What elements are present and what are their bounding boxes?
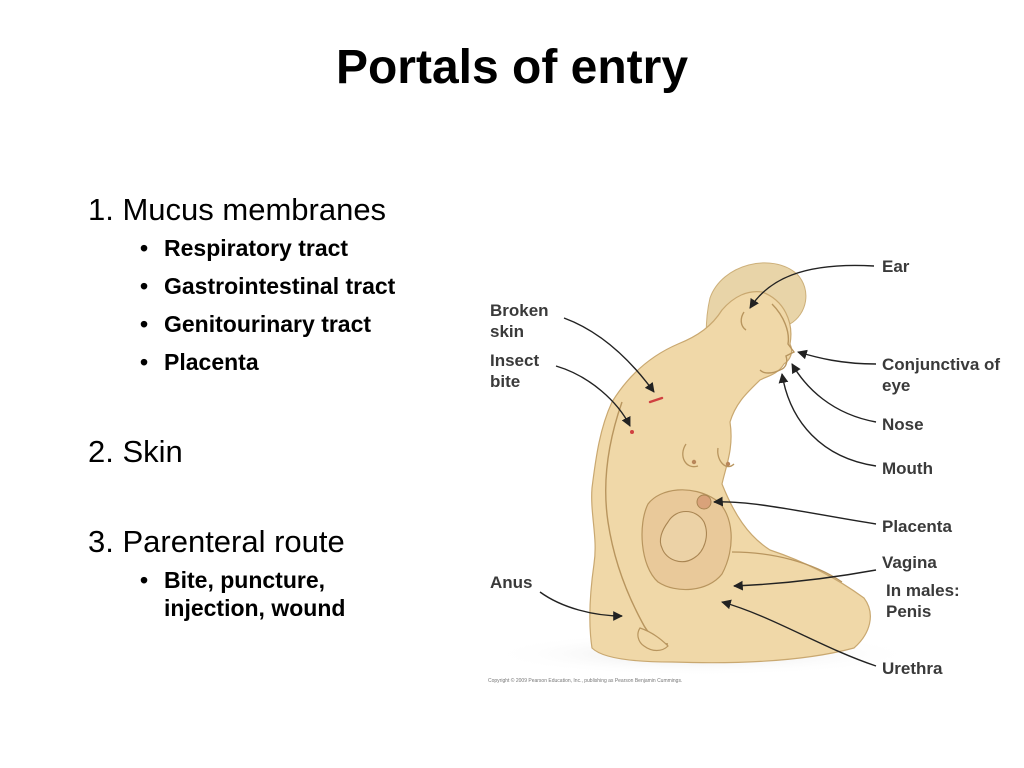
label-nose: Nose [882, 415, 924, 434]
label-mouth: Mouth [882, 459, 933, 478]
arrow-vagina [733, 569, 877, 591]
nipple [725, 461, 731, 467]
breast [717, 447, 735, 468]
arrow-conjunctiva [797, 349, 877, 365]
bullet-text: Genitourinary tract [164, 311, 372, 337]
breast [682, 443, 699, 468]
ear-shape [740, 311, 747, 331]
arrow-anus [539, 591, 623, 621]
body [589, 291, 871, 664]
arrow-urethra [721, 599, 877, 667]
hand [637, 627, 669, 652]
placenta-disc [696, 494, 712, 510]
bullet-item: • Genitourinary tract [140, 310, 395, 338]
label-vagina: Vagina [882, 553, 937, 572]
bullet-text: Respiratory tract [164, 235, 349, 261]
bullet-item: • Bite, puncture, injection, wound [140, 566, 404, 622]
arrow-placenta [713, 496, 877, 525]
label-placenta: Placenta [882, 517, 952, 536]
insect-bite-mark [630, 430, 634, 434]
bullet-icon: • [140, 273, 149, 299]
section-skin: 2. Skin [88, 432, 183, 472]
bullet-icon: • [140, 235, 149, 261]
section-parenteral-route: 3. Parenteral route • Bite, puncture, inj… [88, 522, 468, 632]
bullet-list: • Bite, puncture, injection, wound [88, 566, 468, 622]
label-ear: Ear [882, 257, 910, 276]
arrow-ear [749, 264, 875, 309]
bullet-text: Placenta [164, 349, 259, 375]
portals-of-entry-illustration: Ear Broken skin Insect bite Conjunctiva … [472, 252, 1012, 692]
section-heading: 1. Mucus membranes [88, 192, 387, 227]
broken-skin-mark [648, 396, 664, 404]
face [759, 303, 796, 374]
slide-title: Portals of entry [335, 41, 689, 94]
arrow-broken-skin [563, 317, 655, 393]
section-mucus-membranes: 1. Mucus membranes • Respiratory tract • G… [88, 190, 395, 386]
arrow-mouth [778, 373, 877, 467]
bullet-icon: • [140, 349, 149, 375]
bullet-icon: • [140, 567, 149, 593]
section-heading: 2. Skin [88, 434, 183, 469]
leg [731, 551, 843, 583]
label-anus: Anus [490, 573, 533, 592]
label-urethra: Urethra [882, 659, 943, 678]
bullet-list: • Respiratory tract • Gastrointestinal tra… [88, 234, 395, 376]
bullet-text: Gastrointestinal tract [164, 273, 396, 299]
label-in-males-penis: In males: Penis [886, 581, 960, 621]
bullet-text: Bite, puncture, injection, wound [164, 567, 346, 621]
arrow-nose [791, 363, 877, 423]
bullet-item: • Placenta [140, 348, 395, 376]
human-figure-drawing [487, 262, 917, 676]
fetus [659, 510, 707, 563]
bullet-item: • Respiratory tract [140, 234, 395, 262]
bullet-item: • Gastrointestinal tract [140, 272, 395, 300]
nipple [691, 459, 697, 465]
copyright-notice: Copyright © 2009 Pearson Education, Inc.… [488, 678, 683, 684]
label-conjunctiva: Conjunctiva of eye [882, 355, 1001, 395]
label-broken-skin: Broken skin [490, 301, 549, 341]
section-heading: 3. Parenteral route [88, 524, 345, 559]
bullet-icon: • [140, 311, 149, 337]
arrow-insect-bite [555, 365, 631, 427]
label-insect-bite: Insect bite [490, 351, 540, 391]
